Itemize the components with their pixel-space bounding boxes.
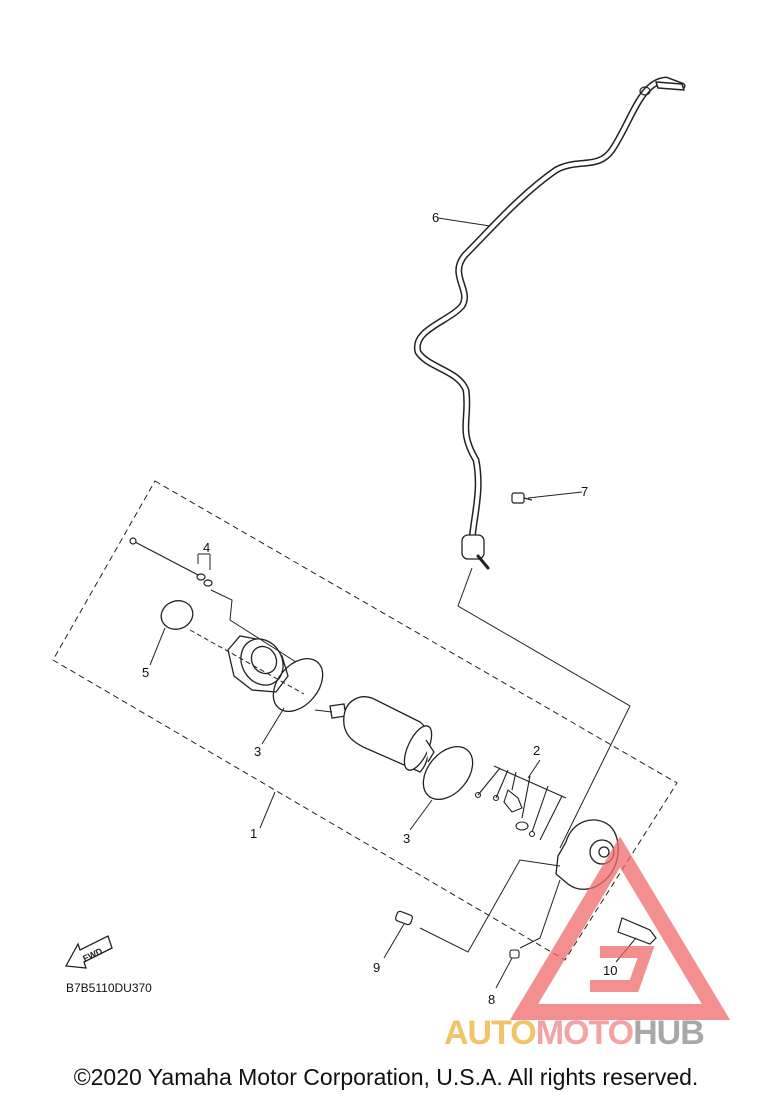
starter-cable	[413, 76, 686, 570]
watermark-text: AUTOMOTOHUB	[444, 1014, 705, 1053]
callout-3a: 3	[254, 744, 261, 759]
copyright-notice: ©2020 Yamaha Motor Corporation, U.S.A. A…	[73, 1064, 699, 1090]
callout-2: 2	[533, 743, 540, 758]
callout-4: 4	[203, 540, 210, 555]
callout-9: 9	[373, 960, 380, 975]
callout-8: 8	[488, 992, 495, 1007]
watermark-hub: HUB	[633, 1014, 705, 1052]
callout-7: 7	[581, 484, 588, 499]
diagram-code: B7B5110DU370	[66, 981, 152, 995]
callout-1: 1	[250, 826, 257, 841]
callout-6: 6	[432, 210, 439, 225]
rear-cover	[227, 635, 289, 693]
bolt-9	[395, 910, 413, 926]
o-ring-5	[160, 600, 194, 630]
o-ring-3b	[422, 746, 474, 800]
starter-motor-body	[329, 696, 435, 773]
bolt-7	[511, 492, 533, 504]
bolt-10	[617, 917, 657, 945]
watermark-logo	[509, 836, 731, 1020]
leader-lines	[149, 217, 637, 989]
bolt-8	[509, 949, 520, 959]
callout-10: 10	[603, 963, 617, 978]
callout-5: 5	[142, 665, 149, 680]
fwd-arrow: FWD	[64, 935, 113, 969]
brush-holder-set	[474, 765, 567, 841]
through-bolts	[129, 537, 213, 587]
callout-3b: 3	[403, 831, 410, 846]
assembly-boundary	[52, 480, 678, 961]
o-ring-3a	[272, 658, 324, 712]
watermark-moto: MOTO	[535, 1014, 634, 1052]
watermark-auto: AUTO	[444, 1014, 537, 1052]
